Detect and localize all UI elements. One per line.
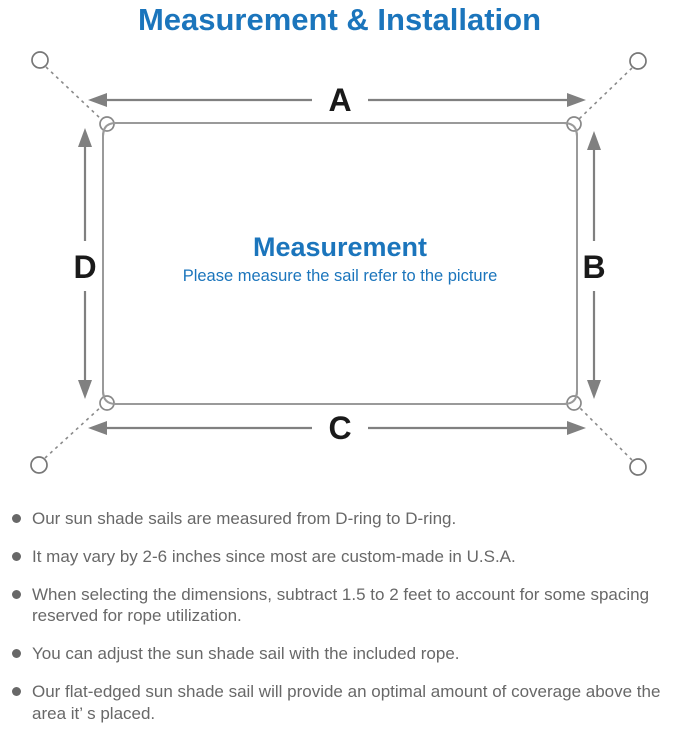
- bullet-icon: [12, 589, 21, 599]
- anchor-circle-bottom-right: [629, 458, 647, 476]
- note-text: You can adjust the sun shade sail with t…: [32, 644, 460, 663]
- page-title: Measurement & Installation: [137, 2, 542, 37]
- arc-bottom-left: [102, 390, 117, 405]
- sun-shade-sail-outline: [102, 122, 578, 405]
- arrow-a-head-right-icon: [567, 93, 586, 107]
- arrow-b-head-down-icon: [587, 380, 601, 399]
- sail-measurement-diagram: A C D B Measurement Please measure the s…: [30, 51, 647, 476]
- list-item: It may vary by 2-6 inches since most are…: [12, 546, 665, 568]
- dimension-label-d: D: [73, 249, 96, 285]
- arrow-c-head-right-icon: [567, 421, 586, 435]
- arrow-d-head-down-icon: [78, 380, 92, 399]
- note-text: When selecting the dimensions, subtract …: [32, 584, 650, 626]
- list-item: Our sun shade sails are measured from D-…: [12, 508, 665, 530]
- list-item: You can adjust the sun shade sail with t…: [12, 643, 665, 665]
- anchor-rope-dashed-lines: [44, 66, 633, 461]
- corner-d-rings: [99, 116, 582, 411]
- bullet-icon: [12, 649, 21, 658]
- notes-list: Our sun shade sails are measured from D-…: [0, 508, 679, 724]
- anchor-circle-top-right: [629, 52, 647, 70]
- bullet-icon: [12, 514, 21, 523]
- bullet-icon: [12, 551, 21, 561]
- rope-bottom-left: [44, 405, 103, 459]
- note-text: Our flat-edged sun shade sail will provi…: [32, 681, 661, 723]
- arc-top-right: [563, 122, 578, 137]
- note-text: Our sun shade sails are measured from D-…: [32, 509, 457, 528]
- list-item: When selecting the dimensions, subtract …: [12, 584, 665, 628]
- rope-bottom-right: [577, 405, 633, 461]
- anchor-circle-bottom-left: [30, 456, 48, 474]
- arc-bottom-right: [563, 390, 578, 405]
- diagram-center-title: Measurement: [253, 232, 427, 262]
- dimension-label-a: A: [328, 82, 351, 118]
- anchor-circle-top-left: [31, 51, 49, 69]
- arc-top-left: [102, 122, 117, 137]
- arrow-d-head-up-icon: [78, 128, 92, 147]
- bullet-icon: [12, 686, 21, 696]
- rope-top-right: [577, 67, 633, 121]
- dimension-label-c: C: [328, 410, 351, 446]
- arrow-c-head-left-icon: [88, 421, 107, 435]
- dimension-label-b: B: [582, 249, 605, 285]
- diagram-center-subtitle: Please measure the sail refer to the pic…: [183, 267, 498, 285]
- rope-top-left: [45, 66, 103, 121]
- anchor-points: [30, 51, 647, 476]
- note-text: It may vary by 2-6 inches since most are…: [32, 546, 516, 566]
- list-item: Our flat-edged sun shade sail will provi…: [12, 681, 665, 725]
- corner-arcs: [102, 122, 578, 405]
- arrow-a-head-left-icon: [88, 93, 107, 107]
- arrow-b-head-up-icon: [587, 131, 601, 150]
